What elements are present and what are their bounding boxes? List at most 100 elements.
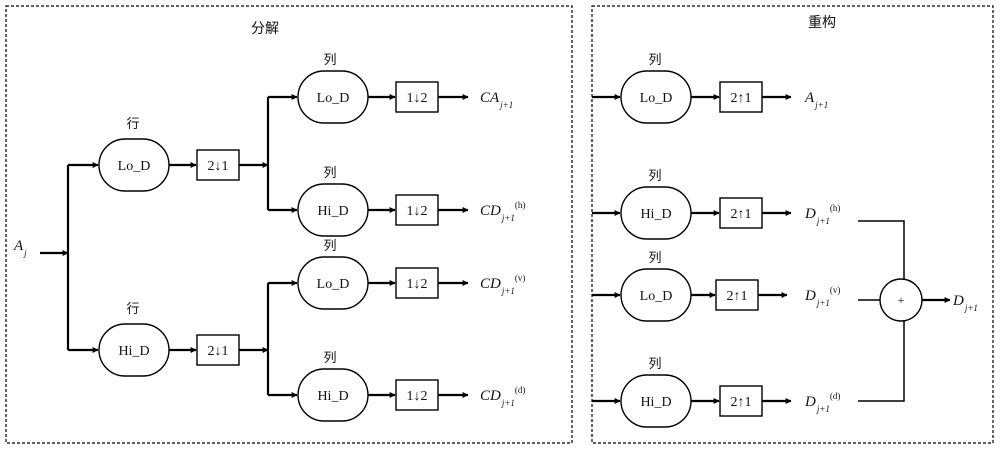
output-cd-h: CDj+1(h) (480, 200, 525, 223)
sum-input-h-line (858, 220, 905, 279)
upsampler: 2↑1 (719, 81, 763, 113)
output-d-sum: Dj+1 (952, 293, 978, 313)
recon-filter-hi-d: Hi_D (620, 186, 692, 240)
symbol-base: D (804, 288, 816, 304)
row-filter-lo-d: Lo_D (98, 138, 170, 192)
sampler-label: 2↑1 (731, 395, 752, 410)
decomposition-title: 分解 (251, 21, 279, 37)
symbol-subscript: j+1 (501, 286, 515, 296)
filter-label: Hi_D (640, 395, 671, 410)
symbol-base: CD (480, 388, 501, 404)
sampler-shape (395, 194, 439, 226)
filter-label: Lo_D (118, 159, 151, 174)
sampler-label: 1↓2 (407, 389, 428, 404)
output-cd-d: CDj+1(d) (480, 385, 525, 408)
symbol-superscript: (d) (515, 385, 526, 395)
sum-input-d-line (858, 321, 905, 402)
reconstruction-title: 重构 (808, 15, 836, 31)
filter-label: Lo_D (640, 289, 673, 304)
symbol-base: CA (480, 90, 500, 106)
column-label: 列 (648, 169, 661, 184)
symbol-subscript: j+1 (501, 213, 515, 223)
filter-label: Lo_D (640, 91, 673, 106)
row-label: 行 (126, 117, 139, 132)
plus-icon: + (898, 293, 905, 307)
symbol-subscript: j+1 (816, 298, 830, 308)
symbol-base: D (804, 394, 816, 410)
decomposition-panel (5, 5, 573, 444)
row-downsampler: 2↓1 (196, 334, 240, 366)
symbol-base: A (13, 238, 24, 254)
output-cd-v: CDj+1(v) (480, 273, 525, 296)
symbol-subscript: j+1 (814, 100, 828, 110)
column-filter-lo-d: Lo_D (297, 70, 369, 124)
column-label: 列 (323, 239, 336, 254)
output-d-v: Dj+1(v) (804, 285, 840, 308)
symbol-subscript: j+1 (816, 216, 830, 226)
symbol-superscript: (v) (515, 273, 526, 283)
sampler-label: 1↓2 (407, 277, 428, 292)
upsampler: 2↑1 (715, 279, 759, 311)
sampler-shape (395, 81, 439, 113)
sampler-label: 1↓2 (407, 204, 428, 219)
output-a: Aj+1 (804, 90, 828, 110)
recon-filter-lo-d: Lo_D (620, 268, 692, 322)
output-d-h: Dj+1(h) (804, 203, 840, 226)
filter-label: Hi_D (317, 389, 348, 404)
filter-label: Lo_D (317, 277, 350, 292)
column-label: 列 (323, 53, 336, 68)
input-aj-label: Aj (13, 238, 27, 258)
column-filter-hi-d: Hi_D (297, 183, 369, 237)
symbol-superscript: (d) (830, 391, 841, 401)
symbol-base: D (804, 206, 816, 222)
output-ca: CAj+1 (480, 90, 513, 110)
symbol-base: A (804, 90, 815, 106)
upsampler: 2↑1 (719, 197, 763, 229)
filter-label: Lo_D (317, 91, 350, 106)
upsampler: 2↑1 (719, 385, 763, 417)
sampler-label: 2↓1 (208, 159, 229, 174)
sampler-label: 2↑1 (727, 289, 748, 304)
output-d-d: Dj+1(d) (804, 391, 840, 414)
filter-label: Hi_D (317, 204, 348, 219)
column-downsampler: 1↓2 (395, 194, 439, 226)
reconstruction-panel (591, 5, 994, 444)
row-filter-hi-d: Hi_D (98, 323, 170, 377)
filter-label: Hi_D (118, 344, 149, 359)
sampler-shape (719, 385, 763, 417)
column-filter-hi-d: Hi_D (297, 368, 369, 422)
column-label: 列 (323, 351, 336, 366)
sampler-label: 2↓1 (208, 344, 229, 359)
symbol-base: D (952, 293, 964, 309)
sampler-shape (719, 197, 763, 229)
symbol-subscript: j+1 (499, 100, 513, 110)
column-filter-lo-d: Lo_D (297, 256, 369, 310)
symbol-superscript: (h) (515, 200, 526, 210)
column-label: 列 (648, 357, 661, 372)
sampler-shape (395, 267, 439, 299)
symbol-subscript: j (23, 248, 27, 258)
symbol-subscript: j+1 (501, 398, 515, 408)
row-downsampler: 2↓1 (196, 149, 240, 181)
column-label: 列 (648, 53, 661, 68)
column-downsampler: 1↓2 (395, 379, 439, 411)
column-downsampler: 1↓2 (395, 81, 439, 113)
sampler-shape (719, 81, 763, 113)
filter-label: Hi_D (640, 207, 671, 222)
sampler-label: 1↓2 (407, 91, 428, 106)
sampler-shape (715, 279, 759, 311)
sampler-label: 2↑1 (731, 91, 752, 106)
column-label: 列 (648, 251, 661, 266)
recon-filter-hi-d: Hi_D (620, 374, 692, 428)
sampler-label: 2↑1 (731, 207, 752, 222)
symbol-superscript: (v) (830, 285, 841, 295)
symbol-subscript: j+1 (816, 404, 830, 414)
row-label: 行 (126, 302, 139, 317)
symbol-subscript: j+1 (964, 303, 978, 313)
summation-node: + (879, 278, 923, 322)
symbol-superscript: (h) (830, 203, 841, 213)
column-label: 列 (323, 166, 336, 181)
